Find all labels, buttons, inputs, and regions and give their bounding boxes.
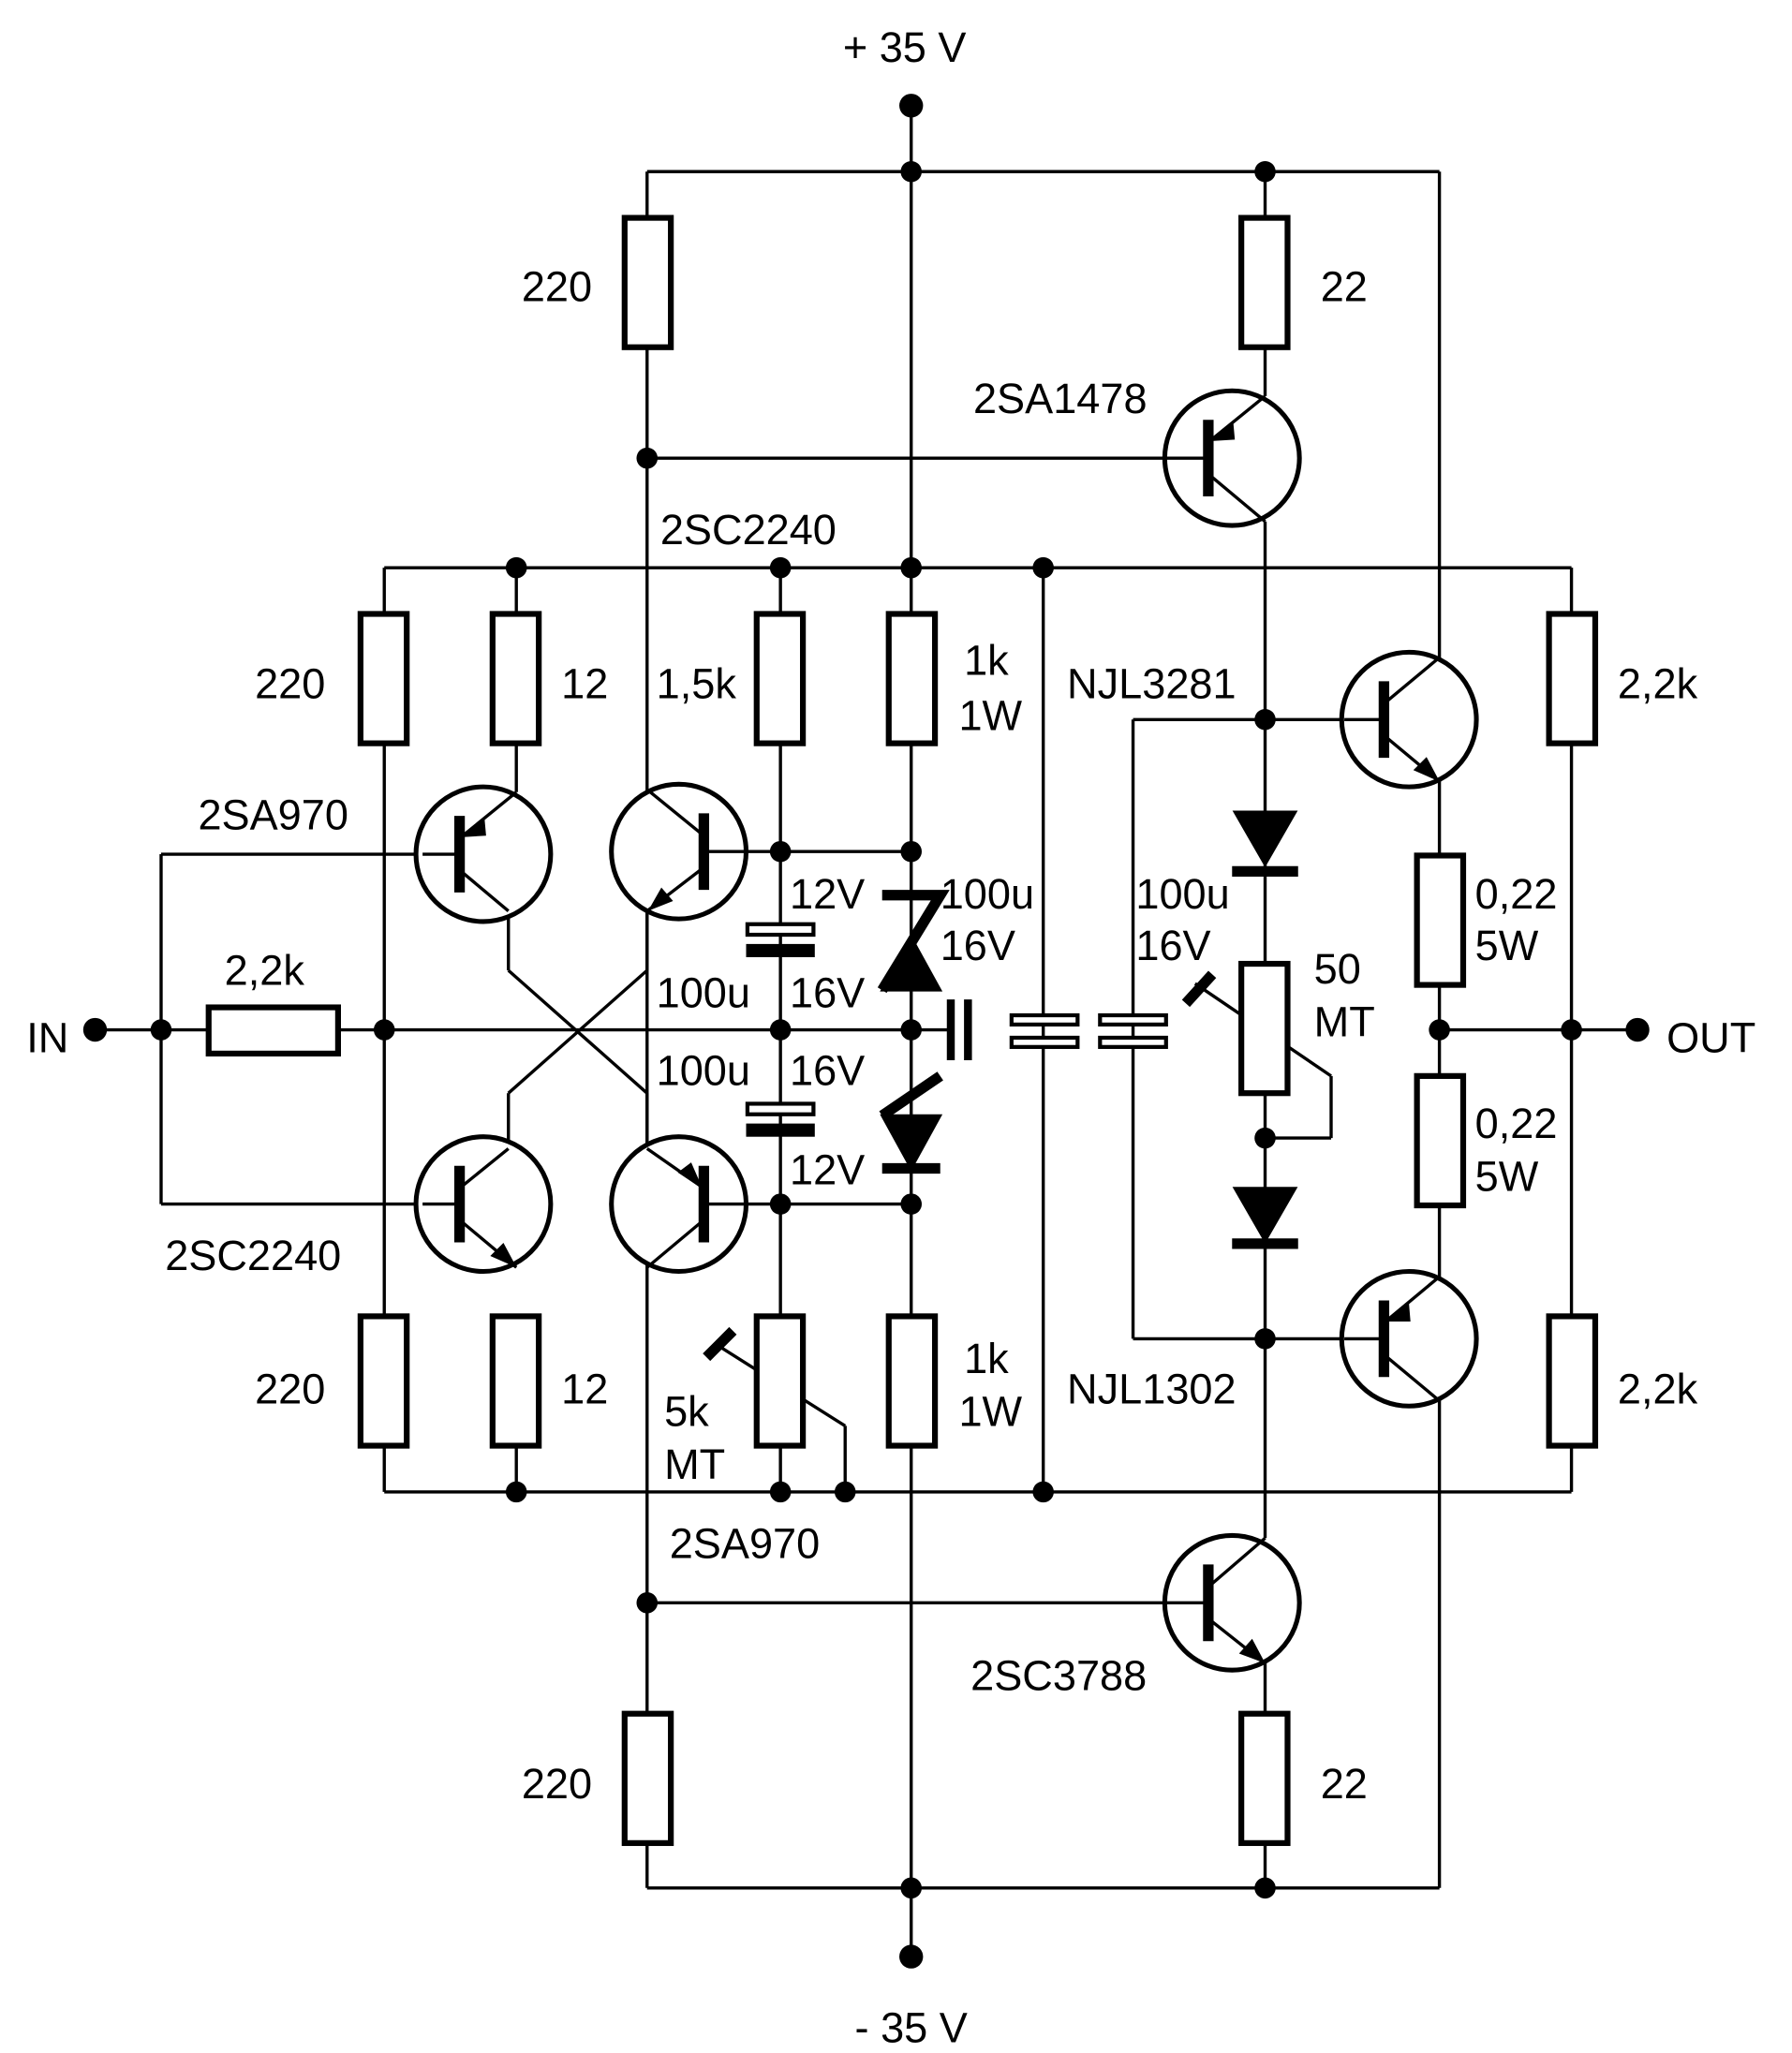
junction-dots [82,94,1650,1969]
label-r1k-bot-a: 1k [964,1335,1009,1382]
label-r022-bot-a: 0,22 [1475,1100,1558,1147]
label-2sa970-bot: 2SA970 [670,1519,820,1567]
label-2sc3788: 2SC3788 [970,1651,1147,1699]
capacitor-bot-small [745,1101,816,1116]
label-c-top-right-b: 16V [940,922,1015,969]
resistor-1k5 [753,611,807,746]
label-zener-bot-v: 12V [790,1145,865,1193]
label-pot50-a: 50 [1314,945,1361,993]
label-njl3281: NJL3281 [1067,660,1237,708]
capacitor-790 [1009,1012,1080,1026]
label-r1k5: 1,5k [657,660,737,708]
label-r2k2-input: 2,2k [225,947,305,995]
label-r2k2-right-top: 2,2k [1618,660,1698,708]
label-input: IN [26,1013,68,1061]
resistor-2k2-right-bot [1546,1313,1599,1449]
transistor-2sc2240-bot [413,1134,554,1275]
diode-top [1232,810,1298,868]
transistor-2sc2240-top [609,781,749,922]
label-r220-left-bot: 220 [255,1365,325,1412]
label-r12-bot: 12 [561,1365,608,1412]
label-zener-top-v: 12V [790,870,865,918]
label-pot5k-a: 5k [664,1387,709,1435]
label-2sa970-top: 2SA970 [198,790,348,838]
bias-diodes [1232,810,1298,1249]
resistor-022-bot [1414,1072,1467,1209]
capacitors [745,922,1168,1137]
label-c-bot-small-b: 16V [790,1047,865,1095]
resistors [205,214,1599,1846]
zener-bot [880,1114,943,1172]
label-positive-rail: + 35 V [843,23,967,71]
label-r1k-top-b: 1W [958,692,1022,740]
label-r022-top-a: 0,22 [1475,870,1558,918]
resistor-2k2-input [205,1004,341,1056]
transistor-2sa970-bot [609,1134,749,1275]
resistor-2k2-right-top [1546,611,1599,746]
diode-bot [1232,1187,1298,1244]
resistor-220-left-top [357,611,410,746]
resistor-022-top [1414,852,1467,988]
resistor-220-left-bot [357,1313,410,1449]
label-2sc2240-bot: 2SC2240 [165,1232,341,1279]
label-negative-rail: - 35 V [855,2004,968,2052]
label-2sc2240-top: 2SC2240 [660,506,837,554]
transistor-2sc3788 [1162,1532,1302,1673]
label-njl1302: NJL1302 [1067,1365,1237,1412]
capacitor-858 [1098,1012,1168,1026]
label-2sa1478: 2SA1478 [973,375,1148,422]
label-c-mid-left-b: 16V [1135,922,1210,969]
labels: + 35 V - 35 V IN OUT 220 22 2SA1478 2SC2… [26,23,1755,2051]
label-r1k-bot-b: 1W [958,1387,1022,1435]
transistor-2sa970-top [413,784,554,924]
label-c-top-small-a: 100u [657,969,750,1017]
label-r22-bot: 22 [1321,1760,1368,1808]
label-r022-top-b: 5W [1475,922,1539,969]
resistor-220-bot [621,1710,674,1846]
label-r220-bot: 220 [522,1760,592,1808]
label-c-bot-small-a: 100u [657,1047,750,1095]
resistor-22-top [1238,214,1291,350]
pot-50-mt [1238,960,1291,1097]
label-r220-top: 220 [522,262,592,310]
label-r220-left-top: 220 [255,660,325,708]
label-r22-top: 22 [1321,262,1368,310]
resistor-220-top [621,214,674,350]
resistor-1k-bot [885,1313,939,1449]
label-pot50-b: MT [1314,998,1375,1046]
resistor-12-top [489,611,542,746]
transistor-njl1302 [1339,1268,1479,1409]
pot-5k-mt [753,1313,807,1449]
transistor-2sa1478 [1162,388,1302,528]
label-output: OUT [1666,1013,1755,1061]
label-r12-top: 12 [561,660,608,708]
capacitor-top-small [745,922,816,938]
zener-diodes [877,890,950,1174]
resistor-1k-top [885,611,939,746]
label-c-mid-left-a: 100u [1135,870,1229,918]
label-c-top-right-a: 100u [940,870,1034,918]
transistors [413,388,1479,1673]
resistor-22-bot [1238,1710,1291,1846]
resistor-12-bot [489,1313,542,1449]
transistor-njl3281 [1339,649,1479,790]
label-pot5k-b: MT [664,1440,725,1488]
label-r2k2-right-bot: 2,2k [1618,1365,1698,1412]
label-r1k-top-a: 1k [964,636,1009,684]
label-r022-bot-b: 5W [1475,1153,1539,1201]
label-c-top-small-b: 16V [790,969,865,1017]
